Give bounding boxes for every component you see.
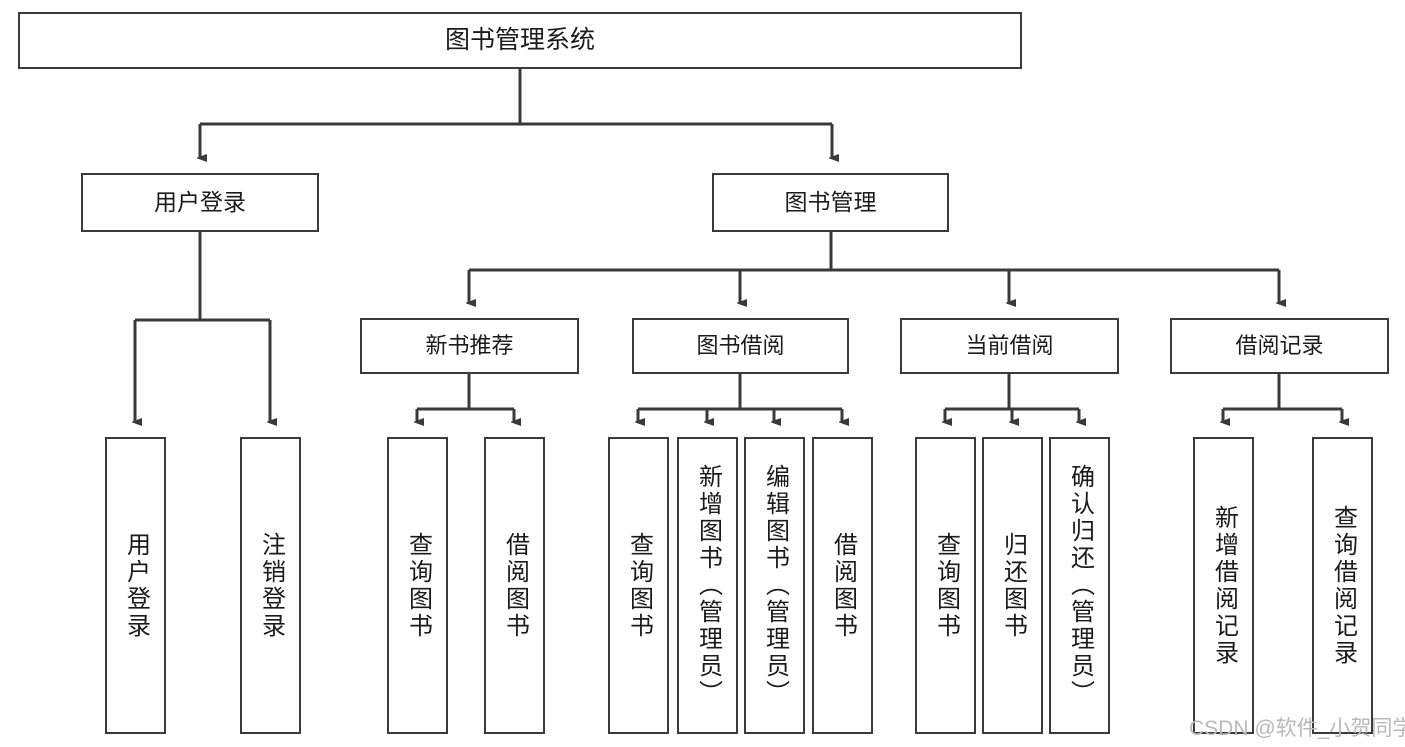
node-leaf-edit-book-label: 编辑图书（管理员） (761, 464, 789, 707)
node-leaf-query-book-3-label: 查询图书 (932, 531, 960, 640)
node-leaf-borrow-book-1-label: 借阅图书 (501, 531, 529, 640)
node-leaf-user-login[interactable]: 用户登录 (105, 437, 166, 734)
node-book-manage-label: 图书管理 (784, 189, 877, 216)
node-leaf-add-book[interactable]: 新增图书（管理员） (677, 437, 738, 734)
node-leaf-user-login-label: 用户登录 (122, 531, 150, 640)
node-leaf-query-record[interactable]: 查询借阅记录 (1312, 437, 1373, 734)
node-leaf-query-book-1-label: 查询图书 (404, 531, 432, 640)
node-leaf-query-record-label: 查询借阅记录 (1329, 504, 1357, 667)
node-new-book-recommend-label: 新书推荐 (425, 332, 514, 358)
node-leaf-return-book[interactable]: 归还图书 (982, 437, 1043, 734)
node-leaf-add-book-label: 新增图书（管理员） (694, 464, 722, 707)
node-user-login[interactable]: 用户登录 (81, 173, 319, 232)
node-leaf-confirm-return-label: 确认归还（管理员） (1066, 464, 1094, 707)
node-root-label: 图书管理系统 (444, 26, 595, 55)
node-leaf-borrow-book-2-label: 借阅图书 (829, 531, 857, 640)
node-book-manage[interactable]: 图书管理 (712, 173, 949, 232)
node-leaf-return-book-label: 归还图书 (999, 531, 1027, 640)
node-leaf-query-book-3[interactable]: 查询图书 (915, 437, 976, 734)
node-user-login-label: 用户登录 (154, 189, 246, 216)
node-current-borrow-label: 当前借阅 (965, 332, 1054, 358)
node-leaf-add-record[interactable]: 新增借阅记录 (1193, 437, 1254, 734)
node-leaf-confirm-return[interactable]: 确认归还（管理员） (1049, 437, 1110, 734)
node-borrow-record-label: 借阅记录 (1235, 332, 1324, 358)
node-current-borrow[interactable]: 当前借阅 (900, 318, 1119, 374)
node-leaf-borrow-book-2[interactable]: 借阅图书 (812, 437, 873, 734)
node-leaf-borrow-book-1[interactable]: 借阅图书 (484, 437, 545, 734)
node-book-borrow-label: 图书借阅 (696, 332, 785, 358)
node-leaf-edit-book[interactable]: 编辑图书（管理员） (744, 437, 805, 734)
node-leaf-logout[interactable]: 注销登录 (240, 437, 301, 734)
node-borrow-record[interactable]: 借阅记录 (1170, 318, 1389, 374)
node-leaf-add-record-label: 新增借阅记录 (1210, 504, 1238, 667)
node-book-borrow[interactable]: 图书借阅 (632, 318, 849, 374)
node-leaf-logout-label: 注销登录 (257, 531, 285, 640)
node-new-book-recommend[interactable]: 新书推荐 (360, 318, 579, 374)
node-leaf-query-book-2-label: 查询图书 (625, 531, 653, 640)
node-root[interactable]: 图书管理系统 (18, 12, 1022, 69)
node-leaf-query-book-1[interactable]: 查询图书 (387, 437, 448, 734)
node-leaf-query-book-2[interactable]: 查询图书 (608, 437, 669, 734)
